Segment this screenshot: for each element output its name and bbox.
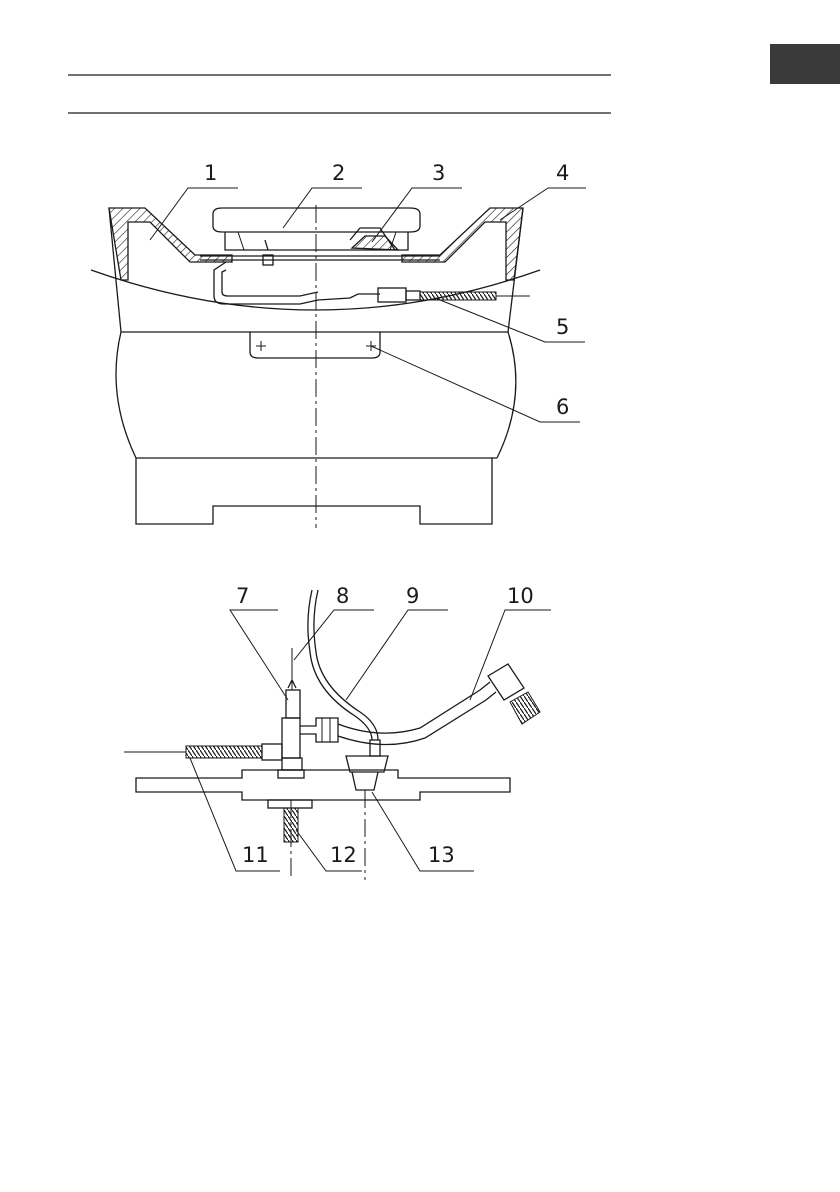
header-rules bbox=[68, 75, 611, 113]
callout-12: 12 bbox=[330, 843, 357, 867]
valve-assembly-diagram bbox=[124, 590, 551, 880]
callout-4: 4 bbox=[556, 161, 569, 185]
callout-2: 2 bbox=[332, 161, 345, 185]
callout-10: 10 bbox=[507, 584, 534, 608]
callout-5: 5 bbox=[556, 315, 569, 339]
section-tab bbox=[770, 44, 840, 84]
callout-3: 3 bbox=[432, 161, 445, 185]
callout-8: 8 bbox=[336, 584, 349, 608]
hob-cross-section-diagram bbox=[91, 188, 586, 528]
callout-9: 9 bbox=[406, 584, 419, 608]
callout-7: 7 bbox=[236, 584, 249, 608]
callout-11: 11 bbox=[242, 843, 269, 867]
callout-13: 13 bbox=[428, 843, 455, 867]
callout-6: 6 bbox=[556, 395, 569, 419]
callout-1: 1 bbox=[204, 161, 217, 185]
